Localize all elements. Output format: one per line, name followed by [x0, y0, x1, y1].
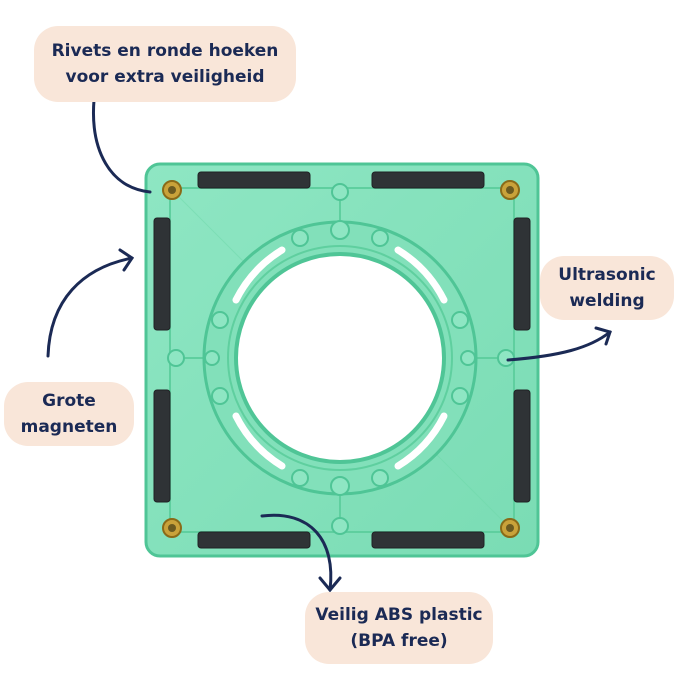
rivet-icon [162, 180, 520, 538]
callout-rivets-line2: voor extra veiligheid [65, 67, 265, 87]
arrow-icon [91, 98, 152, 194]
callout-plastic-line2: (BPA free) [350, 631, 448, 651]
callout-ultrasonic-line2: welding [569, 291, 645, 311]
callout-plastic: Veilig ABS plastic (BPA free) [305, 592, 493, 664]
center-ring [202, 220, 478, 496]
callout-rivets: Rivets en ronde hoeken voor extra veilig… [34, 26, 296, 102]
callout-plastic-line1: Veilig ABS plastic [315, 605, 483, 625]
screw-bosses [167, 183, 515, 535]
arrow-icon [594, 326, 612, 346]
callout-rivets-line1: Rivets en ronde hoeken [51, 41, 279, 61]
callout-magnets: Grote magneten [4, 382, 134, 446]
arrow-icon [118, 248, 135, 272]
arrow-icon [260, 513, 333, 592]
callout-magnets-line1: Grote [42, 391, 96, 411]
arrow-icon [506, 330, 612, 362]
callout-magnets-line2: magneten [20, 417, 118, 437]
arrow-icon [46, 256, 134, 358]
callout-ultrasonic-line1: Ultrasonic [558, 265, 656, 285]
magnet-icon [153, 171, 531, 549]
callout-ultrasonic: Ultrasonic welding [540, 256, 674, 320]
arrow-icon [318, 576, 342, 593]
